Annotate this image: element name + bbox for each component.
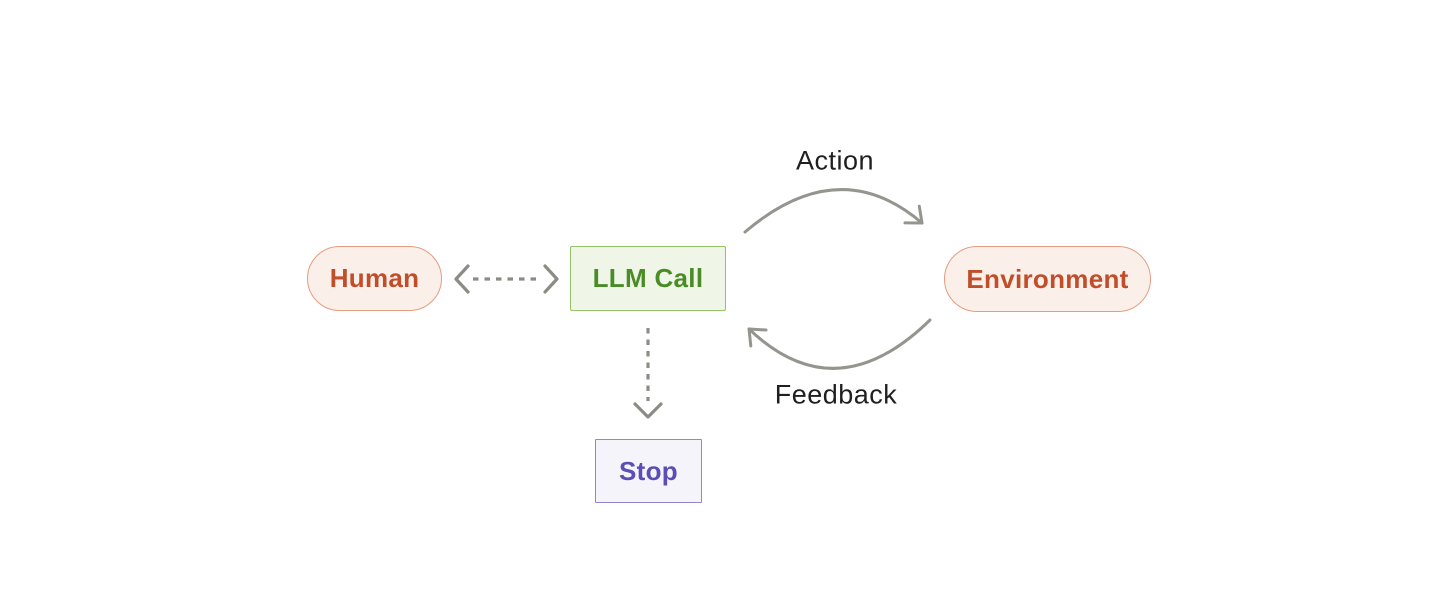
- human-llm-dashed-arrow: [454, 264, 559, 294]
- node-human: Human: [307, 246, 442, 311]
- arrowhead-left-icon: [454, 264, 470, 294]
- arrowhead-right-icon: [543, 264, 559, 294]
- llm-stop-dashed-arrow: [633, 328, 663, 419]
- node-llm-call-label: LLM Call: [592, 263, 704, 293]
- arrowhead-down-icon: [633, 402, 663, 419]
- node-llm-call: LLM Call: [570, 246, 726, 311]
- feedback-arrow: [747, 318, 932, 370]
- node-human-label: Human: [329, 263, 420, 293]
- edge-label-action: Action: [795, 145, 875, 176]
- node-stop: Stop: [595, 439, 702, 503]
- node-environment-label: Environment: [966, 263, 1129, 294]
- node-environment: Environment: [944, 246, 1151, 312]
- edge-label-feedback: Feedback: [774, 379, 898, 410]
- node-stop-label: Stop: [619, 455, 678, 486]
- action-arrow: [743, 188, 924, 234]
